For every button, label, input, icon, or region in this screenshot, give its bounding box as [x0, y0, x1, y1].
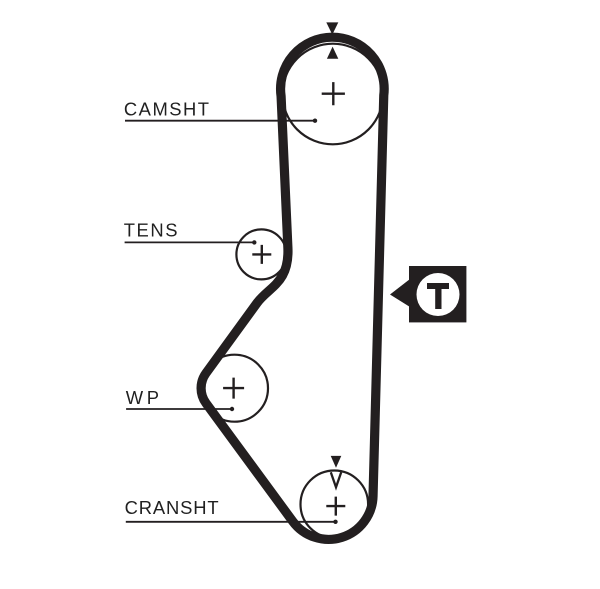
- svg-text:TENS: TENS: [124, 219, 179, 240]
- svg-text:WP: WP: [126, 387, 163, 408]
- svg-text:CRANSHT: CRANSHT: [125, 497, 220, 518]
- svg-text:CAMSHT: CAMSHT: [124, 98, 211, 119]
